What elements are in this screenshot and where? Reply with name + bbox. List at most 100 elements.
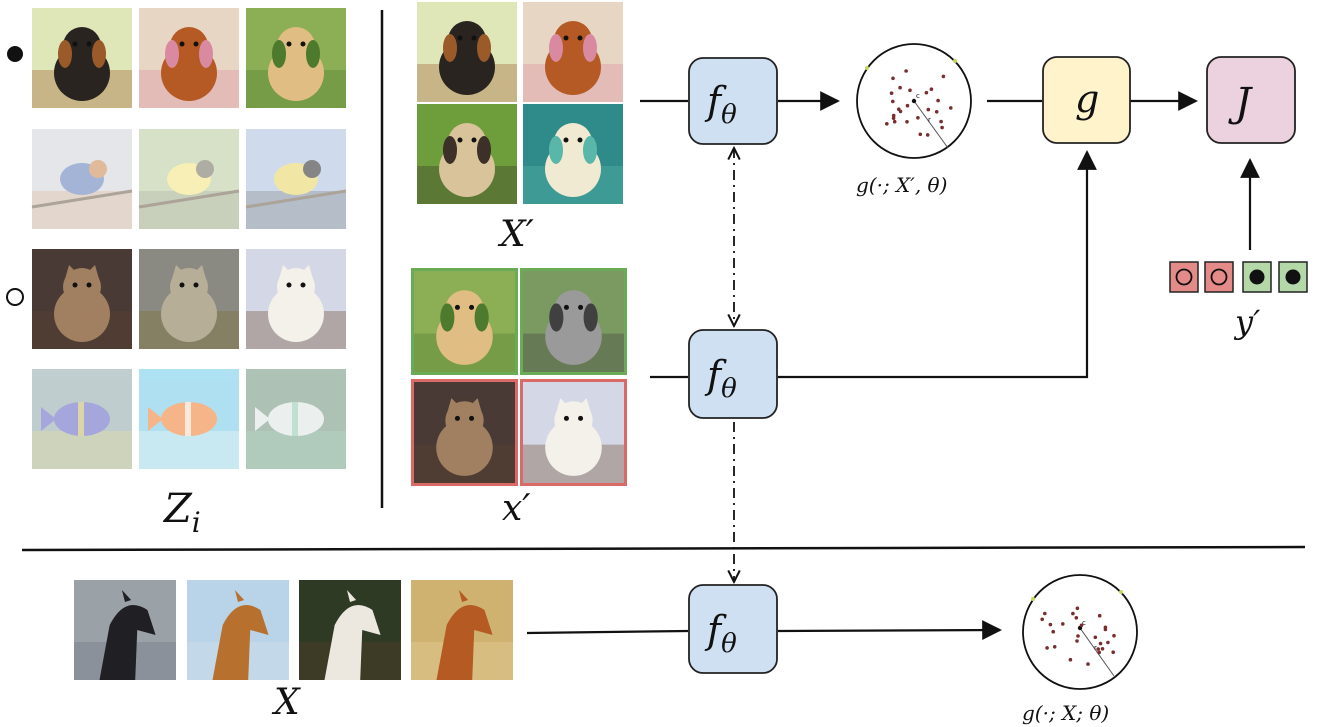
bluebird-image [31,129,133,229]
embedding-point [1040,617,1044,622]
y-prime-label: y′ [1233,303,1261,341]
arrow-f-mid-to-g [778,150,1097,379]
horizontal-divider [21,545,1306,552]
query-horse-images [74,580,513,680]
embedding-point [1079,623,1084,628]
embedding-point [1093,635,1098,640]
embedding-point [908,88,912,93]
labrador-image [411,268,518,375]
boundary-point [953,59,957,63]
f-theta-box-top: fθ [688,57,778,145]
embedding-point [905,120,909,124]
embedding-point [1111,650,1115,654]
white-puppy-image [523,104,623,204]
arrow-horses-to-f-bottom [526,629,689,635]
embedding-point [936,98,940,103]
labrador-image [246,8,346,108]
embedding-point [929,87,934,91]
embedding-point [1086,662,1090,666]
y-prime-box [1204,261,1234,293]
embedding-point [898,85,902,90]
tabby-cat-image [411,379,518,486]
cat-class-marker [6,288,24,306]
great-tit-image [245,129,347,229]
embedding-point [1097,650,1101,655]
arrow-f-bottom-to-sphere [777,620,1002,640]
embedding-point [1097,613,1102,618]
j-box: J [1206,56,1296,144]
pug-image [417,104,517,204]
embedding-point [891,99,895,104]
embedding-point [897,107,901,111]
embedding-point [1106,640,1110,645]
embedding-point [918,132,923,137]
embedding-point [1068,657,1073,662]
y-prime-labels [1169,261,1308,293]
x-query-label: X [271,682,301,723]
cocker-spaniel-image [523,2,623,102]
embedding-point [891,76,895,81]
svg-text:c: c [1082,619,1086,627]
embedding-point [939,119,943,124]
embedding-point [1100,647,1105,651]
hypersphere-top: c r [856,43,972,159]
cocker-spaniel-image [139,8,239,108]
embedding-point [889,91,894,95]
embedding-point [940,125,944,130]
embedding-point [1071,611,1075,616]
black-horse-image [74,580,176,680]
f-theta-box-middle: fθ [688,329,778,419]
embedding-point [904,69,908,73]
kingbird-pair-image [138,129,240,229]
x-prime-label: X′ [497,214,534,255]
svg-text:c: c [916,92,920,100]
embedding-point [916,116,920,120]
chestnut-horse-image [187,580,289,680]
white-horse-image [299,580,401,680]
embedding-point [1043,611,1047,616]
embedding-point [1096,647,1100,651]
boundary-point [865,66,869,70]
embedding-point [926,107,931,112]
embedding-point [1074,616,1079,620]
embedding-point [925,133,930,137]
schnauzer-image [520,268,627,375]
embedding-point [1045,646,1049,650]
embedding-point [905,103,910,108]
support-set-grid [31,8,347,469]
embedding-point [941,74,946,79]
x-prime-lower-label: x′ [502,488,530,529]
embedding-point [1076,634,1080,638]
embedding-point [934,110,939,114]
embedding-point [885,122,889,126]
embedding-point [1075,606,1080,611]
svg-text:r: r [1094,644,1097,652]
hypersphere-bottom: c r [1022,574,1138,690]
embedding-point [1052,645,1057,649]
embedding-point [1075,639,1079,643]
y-prime-box [1169,261,1199,293]
embedding-point [949,106,953,110]
z-label: Zi [162,486,201,539]
embedding-point [1103,627,1108,632]
embedding-point [1098,641,1103,646]
embedding-point [891,116,896,120]
cat-closeup-image [139,249,239,349]
svg-text:r: r [928,116,931,124]
embedding-point [924,90,929,95]
embedding-point [891,113,896,118]
embedding-point [1048,622,1053,627]
embedding-point [892,119,897,124]
embedding-point [1051,629,1055,634]
white-chest-cat-image [520,379,627,486]
embedding-point [1112,633,1116,638]
angelfish-image [246,369,346,469]
svg-text:g: g [1075,77,1099,121]
dog-class-marker [7,46,23,62]
tabby-cat-image [32,249,132,349]
sphere-top-caption: g(·; X′, θ) [856,173,947,197]
clownfish-image [139,369,239,469]
labeled-support-images [411,268,627,486]
support-query-images [417,2,623,204]
